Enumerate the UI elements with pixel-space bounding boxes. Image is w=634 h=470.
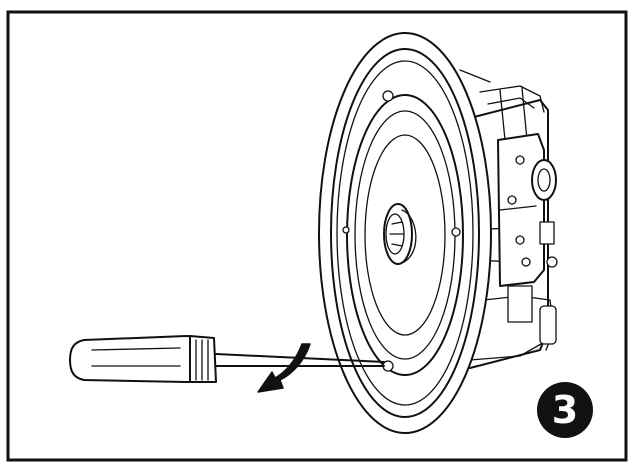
screw-right xyxy=(451,227,461,237)
step-badge-circle xyxy=(537,382,593,438)
screw-left xyxy=(342,226,350,234)
mounting-screws xyxy=(342,90,461,372)
step-badge: 3 xyxy=(537,382,593,438)
rotate-arrow-icon xyxy=(257,343,311,393)
screwdriver-icon xyxy=(69,335,385,383)
tweeter xyxy=(383,203,417,265)
speaker-housing xyxy=(459,69,557,369)
terminal-block xyxy=(497,133,558,287)
screw-top xyxy=(382,90,394,102)
step-number: 3 xyxy=(552,388,578,432)
